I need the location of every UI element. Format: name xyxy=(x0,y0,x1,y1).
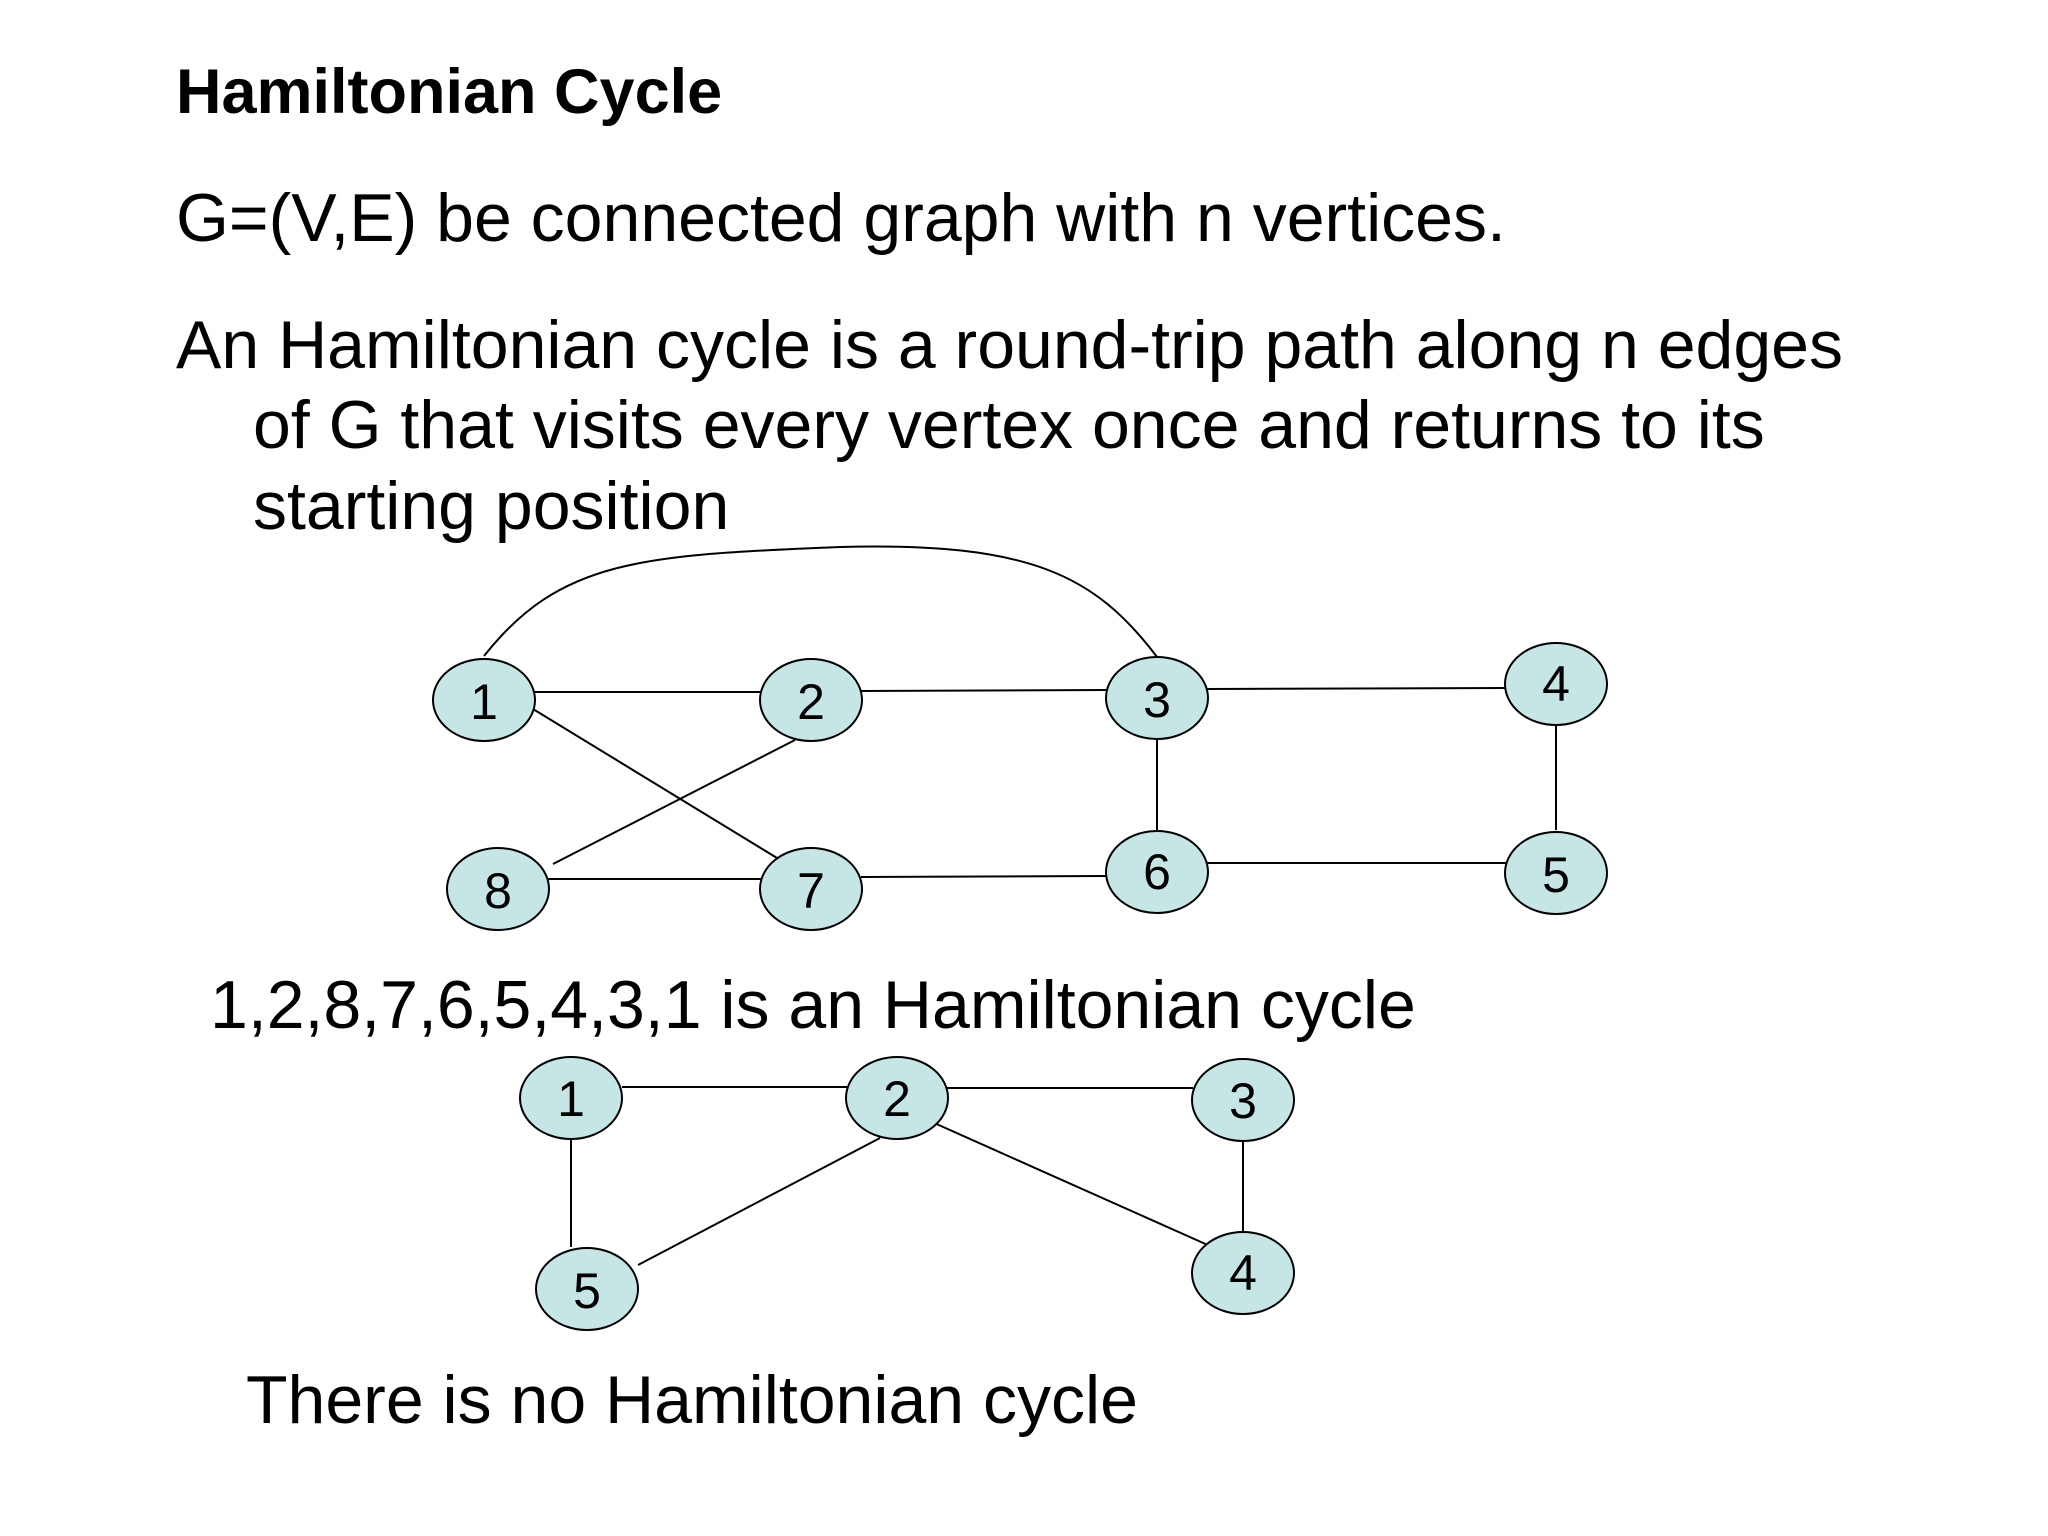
graph1-node-1: 1 xyxy=(432,658,536,742)
graph1-node-1-label: 1 xyxy=(470,674,498,730)
graph1-edge-2-3 xyxy=(860,689,1108,692)
graph1-node-2: 2 xyxy=(759,658,863,742)
graph2-node-5: 5 xyxy=(535,1247,639,1331)
graph2-node-4: 4 xyxy=(1191,1231,1295,1315)
graph1-node-2-label: 2 xyxy=(797,674,825,730)
graph1-node-4-shape xyxy=(1504,642,1608,726)
slide-title: Hamiltonian Cycle xyxy=(176,57,723,127)
graph1-node-5-label: 5 xyxy=(1542,847,1570,903)
no-hamiltonian-cycle-caption: There is no Hamiltonian cycle xyxy=(246,1362,1138,1438)
graph1-node-5: 5 xyxy=(1504,831,1608,915)
graph2-node-1-shape xyxy=(519,1056,623,1140)
graph2-node-5-shape xyxy=(535,1247,639,1331)
graph2-node-3-label: 3 xyxy=(1229,1073,1257,1129)
graph1-edge-6-7 xyxy=(860,875,1108,878)
graph1-node-3: 3 xyxy=(1105,656,1209,740)
graph1-node-6-label: 6 xyxy=(1143,844,1171,900)
graph1-node-3-shape xyxy=(1105,656,1209,740)
graph1-node-6-shape xyxy=(1105,830,1209,914)
graph1-node-7: 7 xyxy=(759,847,863,931)
graph1-node-8-shape xyxy=(446,847,550,931)
graph2-node-2-label: 2 xyxy=(883,1071,911,1127)
graph1-node-7-label: 7 xyxy=(797,863,825,919)
graph1-node-2-shape xyxy=(759,658,863,742)
hamiltonian-cycle-caption: 1,2,8,7,6,5,4,3,1 is an Hamiltonian cycl… xyxy=(210,967,1416,1043)
graph2-node-2-shape xyxy=(845,1056,949,1140)
graph1-node-6: 6 xyxy=(1105,830,1209,914)
graph2-node-3: 3 xyxy=(1191,1058,1295,1142)
hamiltonian-definition-line-3: starting position xyxy=(253,468,730,544)
hamiltonian-definition-line-2: of G that visits every vertex once and r… xyxy=(253,387,1765,463)
graph2-edges xyxy=(570,1086,1244,1266)
graph1-node-4: 4 xyxy=(1504,642,1608,726)
graph1-node-4-label: 4 xyxy=(1542,656,1570,712)
graph2-node-2: 2 xyxy=(845,1056,949,1140)
graph2-node-3-shape xyxy=(1191,1058,1295,1142)
graph1-node-5-shape xyxy=(1504,831,1608,915)
graph2-node-5-label: 5 xyxy=(573,1263,601,1319)
graph2-node-1: 1 xyxy=(519,1056,623,1140)
hamiltonian-definition-line-1: An Hamiltonian cycle is a round-trip pat… xyxy=(176,307,1843,383)
graph-definition-text: G=(V,E) be connected graph with n vertic… xyxy=(176,180,1506,256)
graph1-edge-1-3 xyxy=(483,545,1158,658)
graph2-edge-2-5 xyxy=(637,1137,881,1266)
graph2-node-1-label: 1 xyxy=(557,1071,585,1127)
graph1-node-8-label: 8 xyxy=(484,863,512,919)
graph2-node-4-label: 4 xyxy=(1229,1245,1257,1301)
graph1-edge-1-7 xyxy=(532,708,778,859)
graph2-node-4-shape xyxy=(1191,1231,1295,1315)
graph1-edges xyxy=(483,545,1557,880)
graph1-node-3-label: 3 xyxy=(1143,672,1171,728)
graph1-node-8: 8 xyxy=(446,847,550,931)
graph1-node-7-shape xyxy=(759,847,863,931)
graph1-node-1-shape xyxy=(432,658,536,742)
graph1-edge-3-4 xyxy=(1205,687,1507,690)
graph2-edge-2-4 xyxy=(931,1121,1211,1247)
graph1-edge-8-2 xyxy=(552,739,796,865)
